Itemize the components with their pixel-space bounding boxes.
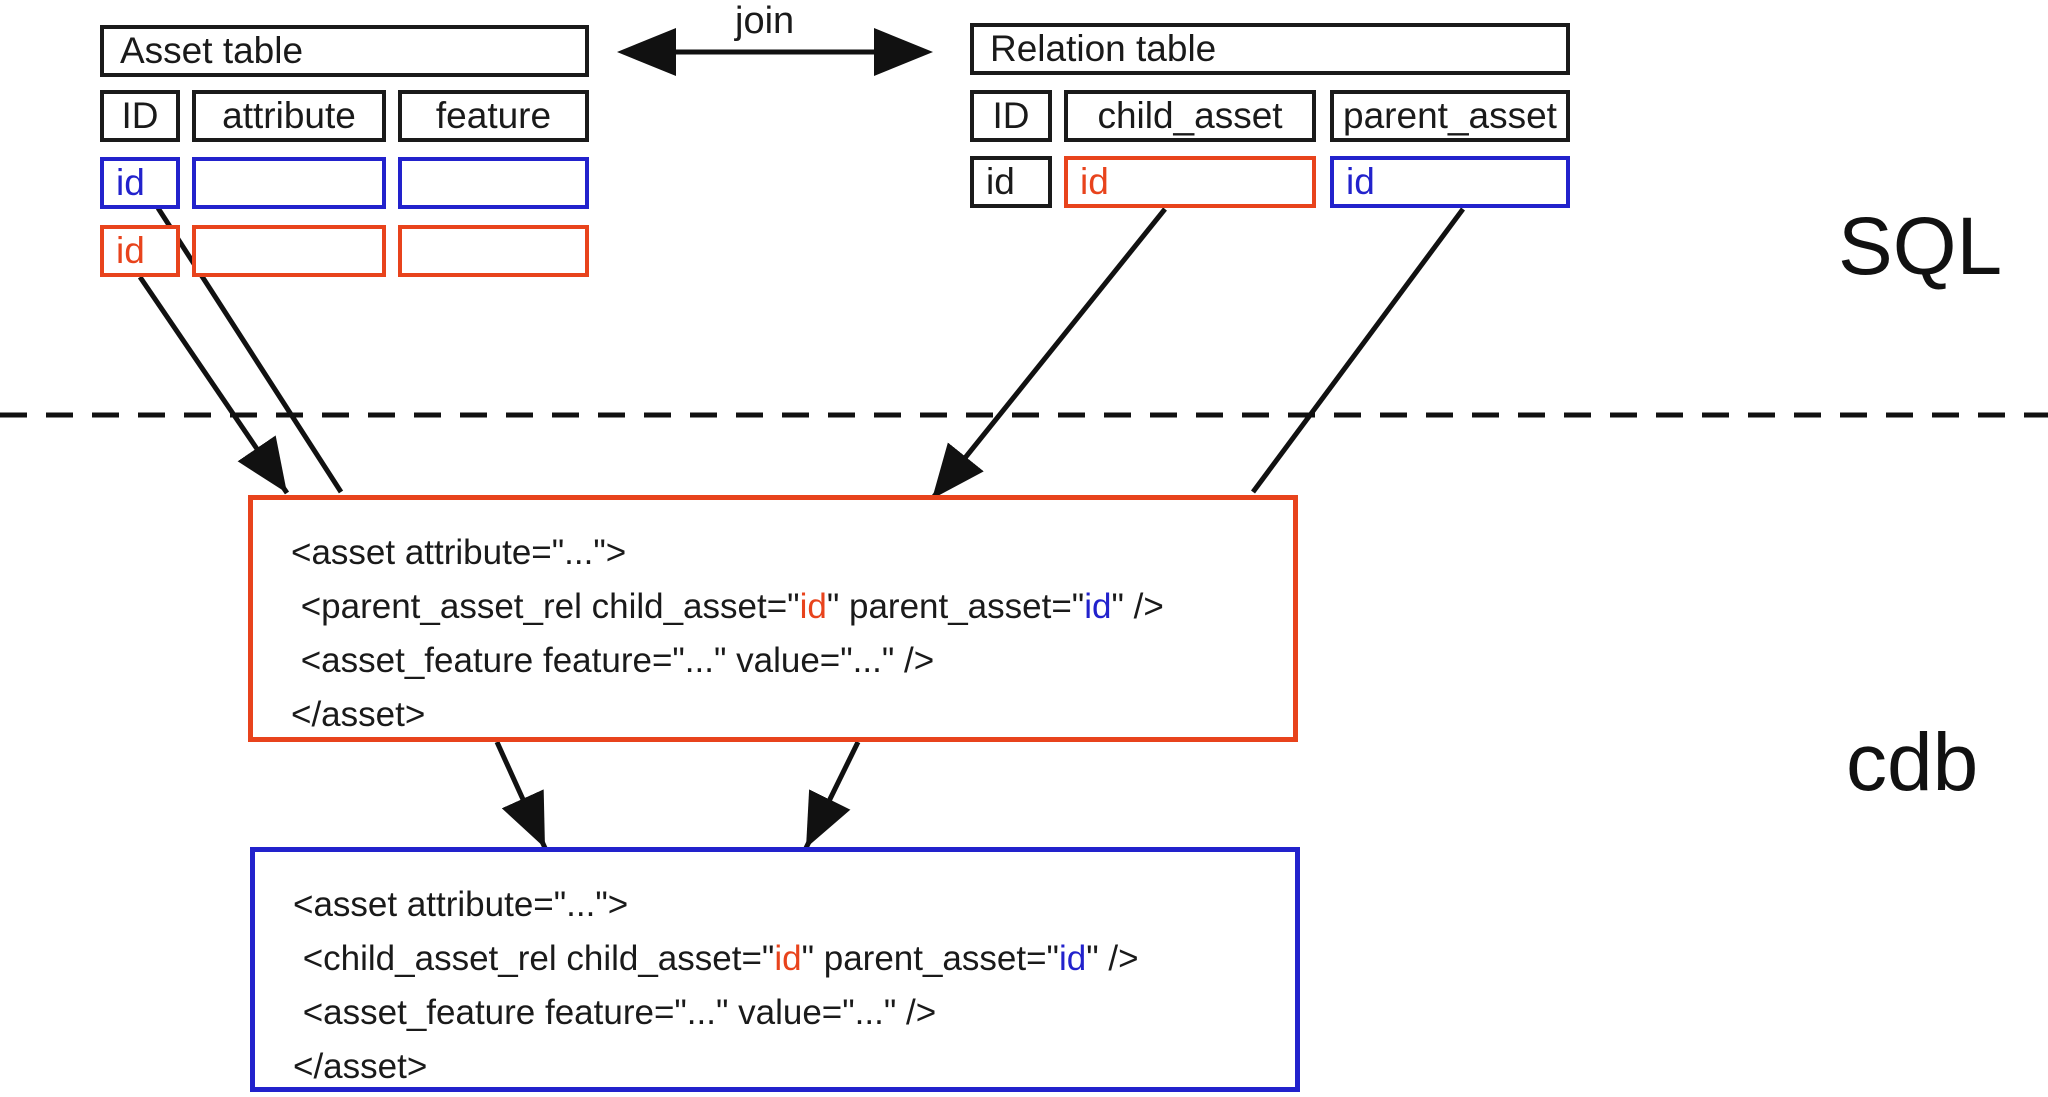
arrow-relation-child-id-to-sql-box (930, 207, 1167, 501)
relation-table-title: Relation table (970, 23, 1570, 75)
sql-xml-line2-pre: <parent_asset_rel child_asset=" (291, 587, 800, 626)
cdb-layer-label: cdb (1846, 716, 1978, 810)
join-arrowhead-right (874, 28, 933, 76)
relation-col-id-label: ID (992, 95, 1030, 136)
cdb-xml-line-3: <asset_feature feature="..." value="..."… (293, 993, 937, 1032)
relation-row-id-cell: id (970, 156, 1052, 208)
sql-xml-line2-child-id: id (799, 587, 827, 626)
sql-xml-line-2: <parent_asset_rel child_asset="id" paren… (291, 580, 1293, 634)
relation-parent-id-value: id (1346, 161, 1375, 202)
cdb-xml-line2-child-id: id (774, 939, 802, 978)
join-arrowhead-left (617, 28, 676, 76)
asset-row-red-attribute-cell (192, 225, 386, 277)
asset-col-attribute-label: attribute (222, 95, 356, 136)
asset-table-col-feature: feature (398, 90, 589, 142)
cdb-xml-line-2: <child_asset_rel child_asset="id" parent… (293, 932, 1295, 986)
asset-row-blue-id-cell: id (100, 157, 180, 209)
cdb-xml-box: <asset attribute="..."> <child_asset_rel… (250, 847, 1300, 1092)
cdb-xml-line2-parent-id: id (1058, 939, 1087, 978)
sql-xml-box: <asset attribute="..."> <parent_asset_re… (248, 495, 1298, 742)
relation-id-value: id (986, 161, 1015, 202)
asset-red-id-value: id (116, 230, 145, 271)
sql-xml-line-1: <asset attribute="..."> (291, 533, 627, 572)
asset-row-blue-attribute-cell (192, 157, 386, 209)
sql-xml-line-4: </asset> (291, 695, 426, 734)
arrow-asset-red-id-to-sql-box (137, 275, 290, 495)
asset-table-title-label: Asset table (120, 30, 304, 71)
cdb-xml-line2-pre: <child_asset_rel child_asset=" (293, 939, 775, 978)
join-label: join (735, 0, 794, 43)
cdb-xml-line2-post: " /> (1086, 939, 1139, 978)
relation-row-child-id-cell: id (1064, 156, 1316, 208)
relation-table-title-label: Relation table (990, 28, 1217, 69)
cdb-xml-line-1: <asset attribute="..."> (293, 885, 629, 924)
relation-col-child-asset-label: child_asset (1097, 95, 1283, 136)
asset-table-col-id: ID (100, 90, 180, 142)
sql-xml-line2-mid: " parent_asset=" (826, 587, 1085, 626)
cdb-layer-text: cdb (1846, 717, 1979, 808)
asset-col-id-label: ID (121, 95, 159, 136)
relation-col-parent-asset-label: parent_asset (1343, 95, 1557, 136)
sql-layer-label: SQL (1838, 200, 2002, 294)
relation-table-col-child-asset: child_asset (1064, 90, 1316, 142)
sql-xml-line2-parent-id: id (1084, 587, 1112, 626)
join-label-text: join (735, 0, 795, 42)
line-relation-parent-id-to-sql-box (1250, 207, 1466, 494)
asset-row-red-id-cell: id (100, 225, 180, 277)
asset-col-feature-label: feature (435, 95, 552, 136)
line-asset-blue-id-to-sql-box (155, 206, 344, 494)
sql-layer-text: SQL (1838, 201, 2003, 292)
relation-table-col-id: ID (970, 90, 1052, 142)
relation-row-parent-id-cell: id (1330, 156, 1570, 208)
asset-blue-id-value: id (116, 162, 145, 203)
arrow-sql-box-to-cdb-box-right (803, 740, 861, 850)
arrow-sql-box-to-cdb-box-left (494, 740, 548, 850)
relation-table-col-parent-asset: parent_asset (1330, 90, 1570, 142)
sql-xml-line2-post: " /> (1111, 587, 1164, 626)
asset-table-title: Asset table (100, 25, 589, 77)
asset-row-blue-feature-cell (398, 157, 589, 209)
asset-row-red-feature-cell (398, 225, 589, 277)
cdb-xml-line2-mid: " parent_asset=" (801, 939, 1059, 978)
cdb-xml-line-4: </asset> (293, 1047, 428, 1086)
sql-xml-line-3: <asset_feature feature="..." value="..."… (291, 641, 935, 680)
relation-child-id-value: id (1080, 161, 1109, 202)
asset-table-col-attribute: attribute (192, 90, 386, 142)
